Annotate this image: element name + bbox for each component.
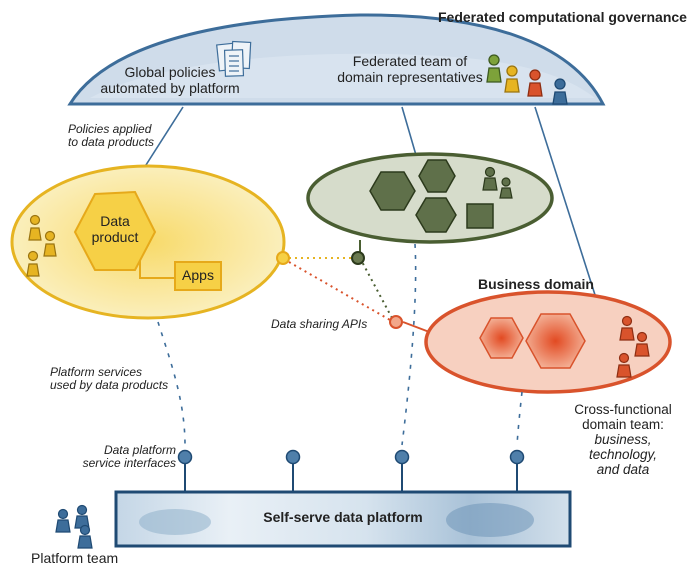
- policies-applied-annotation: Policies applied to data products: [68, 122, 155, 150]
- apps-label: Apps: [182, 267, 214, 283]
- person-icon: [43, 230, 57, 257]
- hexagon-icon: [525, 313, 586, 369]
- green-domain: [306, 152, 554, 244]
- service-interface-icon: [509, 449, 525, 465]
- person-icon: [77, 524, 93, 549]
- platform-title: Self-serve data platform: [263, 509, 423, 525]
- person-icon: [486, 54, 502, 83]
- platform-service-lines: [157, 243, 523, 446]
- data-product-hexagon: [73, 190, 157, 271]
- hexagon-icon: [369, 171, 416, 211]
- service-interface-icon: [394, 449, 410, 465]
- person-icon: [499, 177, 513, 199]
- api-node-icon: [276, 251, 290, 265]
- apps-box: [174, 261, 222, 291]
- global-policies-label: Global policies automated by platform: [100, 64, 240, 96]
- person-icon: [619, 315, 635, 341]
- hexagon-icon: [479, 317, 524, 359]
- person-icon: [504, 65, 520, 93]
- document-stack-icon: [216, 40, 252, 77]
- hexagon-icon: [415, 197, 457, 233]
- yellow-domain: [10, 164, 286, 320]
- person-icon: [28, 214, 42, 241]
- business-domain-title: Business domain: [478, 276, 594, 292]
- data-sharing-apis-annotation: Data sharing APIs: [271, 317, 368, 331]
- platform-team-label: Platform team: [31, 550, 119, 566]
- person-icon: [74, 504, 90, 529]
- person-icon: [55, 508, 71, 533]
- governance-dome: [67, 13, 606, 106]
- person-icon: [26, 250, 40, 277]
- hexagon-icon: [418, 159, 456, 193]
- service-interface-icon: [177, 449, 193, 465]
- service-interface-icon: [285, 449, 301, 465]
- person-icon: [634, 331, 650, 357]
- api-node-icon: [351, 251, 365, 265]
- data-product-label: Data product: [91, 213, 139, 245]
- person-icon: [527, 69, 543, 97]
- federated-team-icons: [486, 54, 568, 105]
- business-domain: [424, 290, 672, 394]
- self-serve-platform: [114, 449, 572, 548]
- person-icon: [482, 166, 498, 191]
- service-interfaces-annotation: Data platform service interfaces: [82, 443, 176, 471]
- person-icon: [616, 352, 632, 378]
- platform-services-annotation: Platform services used by data products: [50, 365, 169, 393]
- federated-team-label: Federated team of domain representatives: [337, 53, 483, 85]
- cross-functional-team-label: Cross-functional domain team: business, …: [574, 402, 672, 478]
- person-icon: [552, 78, 568, 105]
- square-icon: [466, 203, 494, 229]
- governance-title: Federated computational governance: [438, 9, 687, 25]
- platform-team-icons: [55, 504, 93, 549]
- api-node-icon: [389, 315, 403, 329]
